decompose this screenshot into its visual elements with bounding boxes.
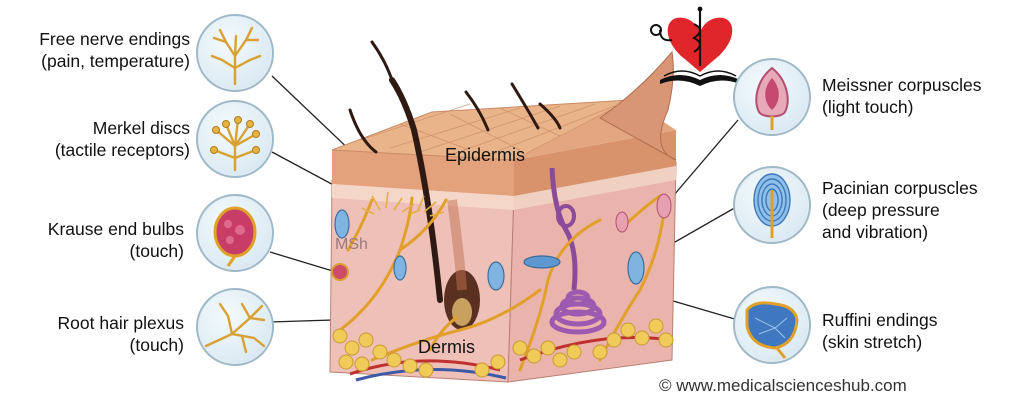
meissner-corpuscles-inset <box>733 58 811 136</box>
label-merkel-discs: Merkel discs(tactile receptors) <box>54 118 190 160</box>
krause-end-bulbs-inset <box>196 194 274 272</box>
ruffini-endings-inset <box>733 286 811 364</box>
msh-label: MSh <box>335 236 368 253</box>
label-free-nerve-endings: Free nerve endings(pain, temperature) <box>39 29 190 71</box>
dermis-label: Dermis <box>418 337 475 357</box>
free-nerve-endings-inset <box>196 14 274 92</box>
copyright-text: © www.medicalscienceshub.com <box>659 376 907 395</box>
label-krause-end-bulbs: Krause end bulbs(touch) <box>47 219 184 261</box>
epidermis-label: Epidermis <box>445 145 526 165</box>
merkel-discs-inset <box>196 100 274 178</box>
label-root-hair-plexus: Root hair plexus(touch) <box>57 313 184 355</box>
logo-icon <box>650 6 740 86</box>
label-ruffini-endings: Ruffini endings(skin stretch) <box>822 310 938 352</box>
root-hair-plexus-inset <box>196 288 274 366</box>
pacinian-corpuscles-inset <box>733 166 811 244</box>
label-meissner-corpuscles: Meissner corpuscles(light touch) <box>822 75 982 117</box>
